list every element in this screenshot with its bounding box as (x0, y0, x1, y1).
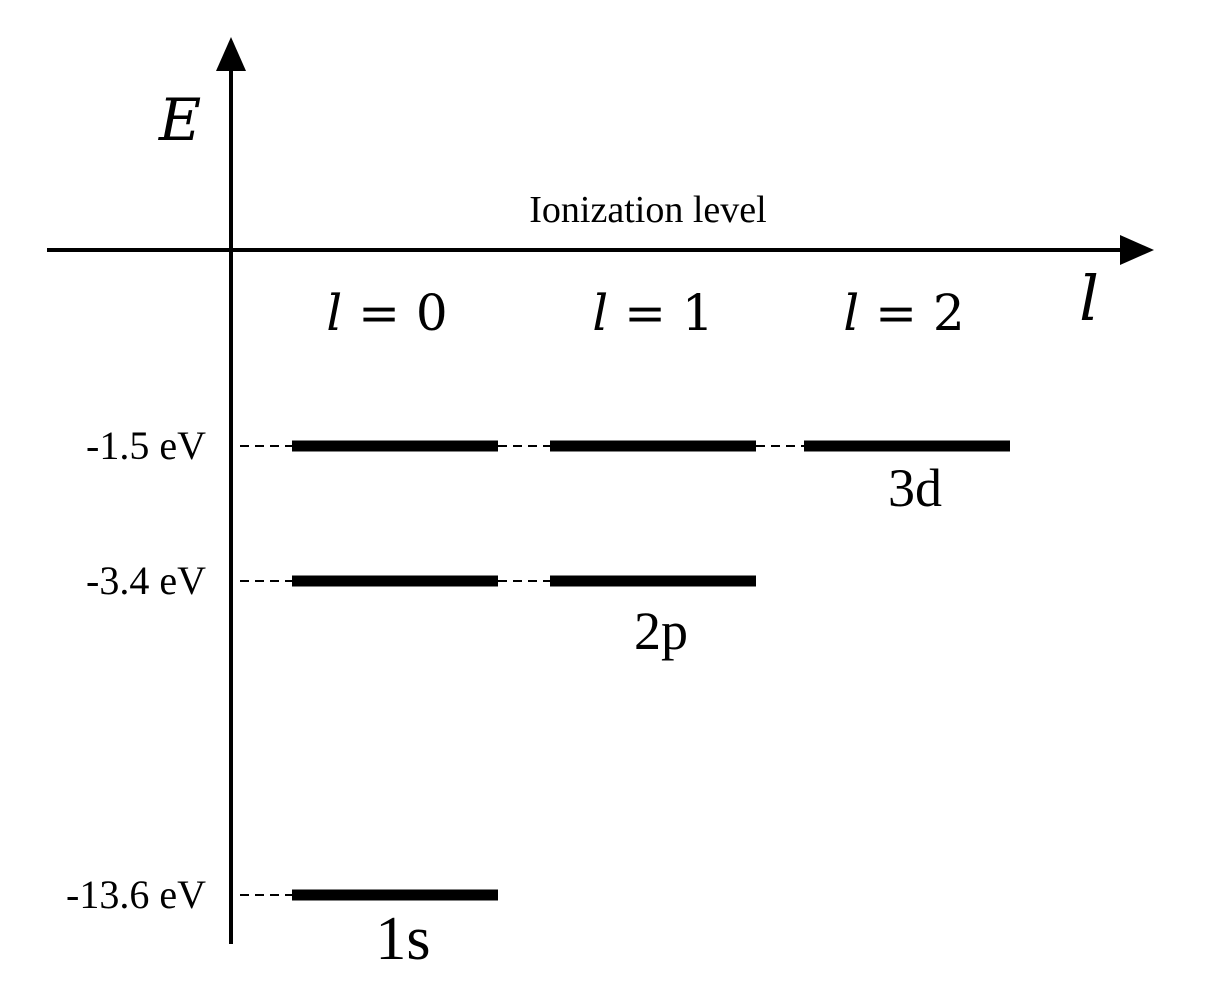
column-label-l2: l = 2 (843, 284, 965, 342)
energy-tick-labels: -1.5 eV -3.4 eV -13.6 eV (66, 423, 206, 917)
energy-label-2: -13.6 eV (66, 872, 206, 917)
energy-axis-arrowhead (216, 37, 246, 71)
state-label-1s: 1s (375, 905, 430, 973)
state-label-2p: 2p (634, 601, 688, 661)
energy-label-1: -3.4 eV (86, 558, 206, 603)
dashed-connectors (240, 445, 804, 896)
state-label-3d: 3d (888, 458, 942, 518)
ionization-level-label: Ionization level (529, 189, 766, 231)
l-axis-arrowhead (1120, 235, 1154, 265)
column-labels: l = 0 l = 1 l = 2 (326, 284, 965, 342)
column-label-l0: l = 0 (326, 284, 448, 342)
state-labels: 1s 2p 3d (375, 458, 942, 973)
energy-level-bars (292, 440, 1010, 901)
l-axis-label: l (1079, 262, 1099, 335)
energy-label-0: -1.5 eV (86, 423, 206, 468)
column-label-l1: l = 1 (592, 284, 714, 342)
energy-axis-label: E (158, 86, 201, 154)
